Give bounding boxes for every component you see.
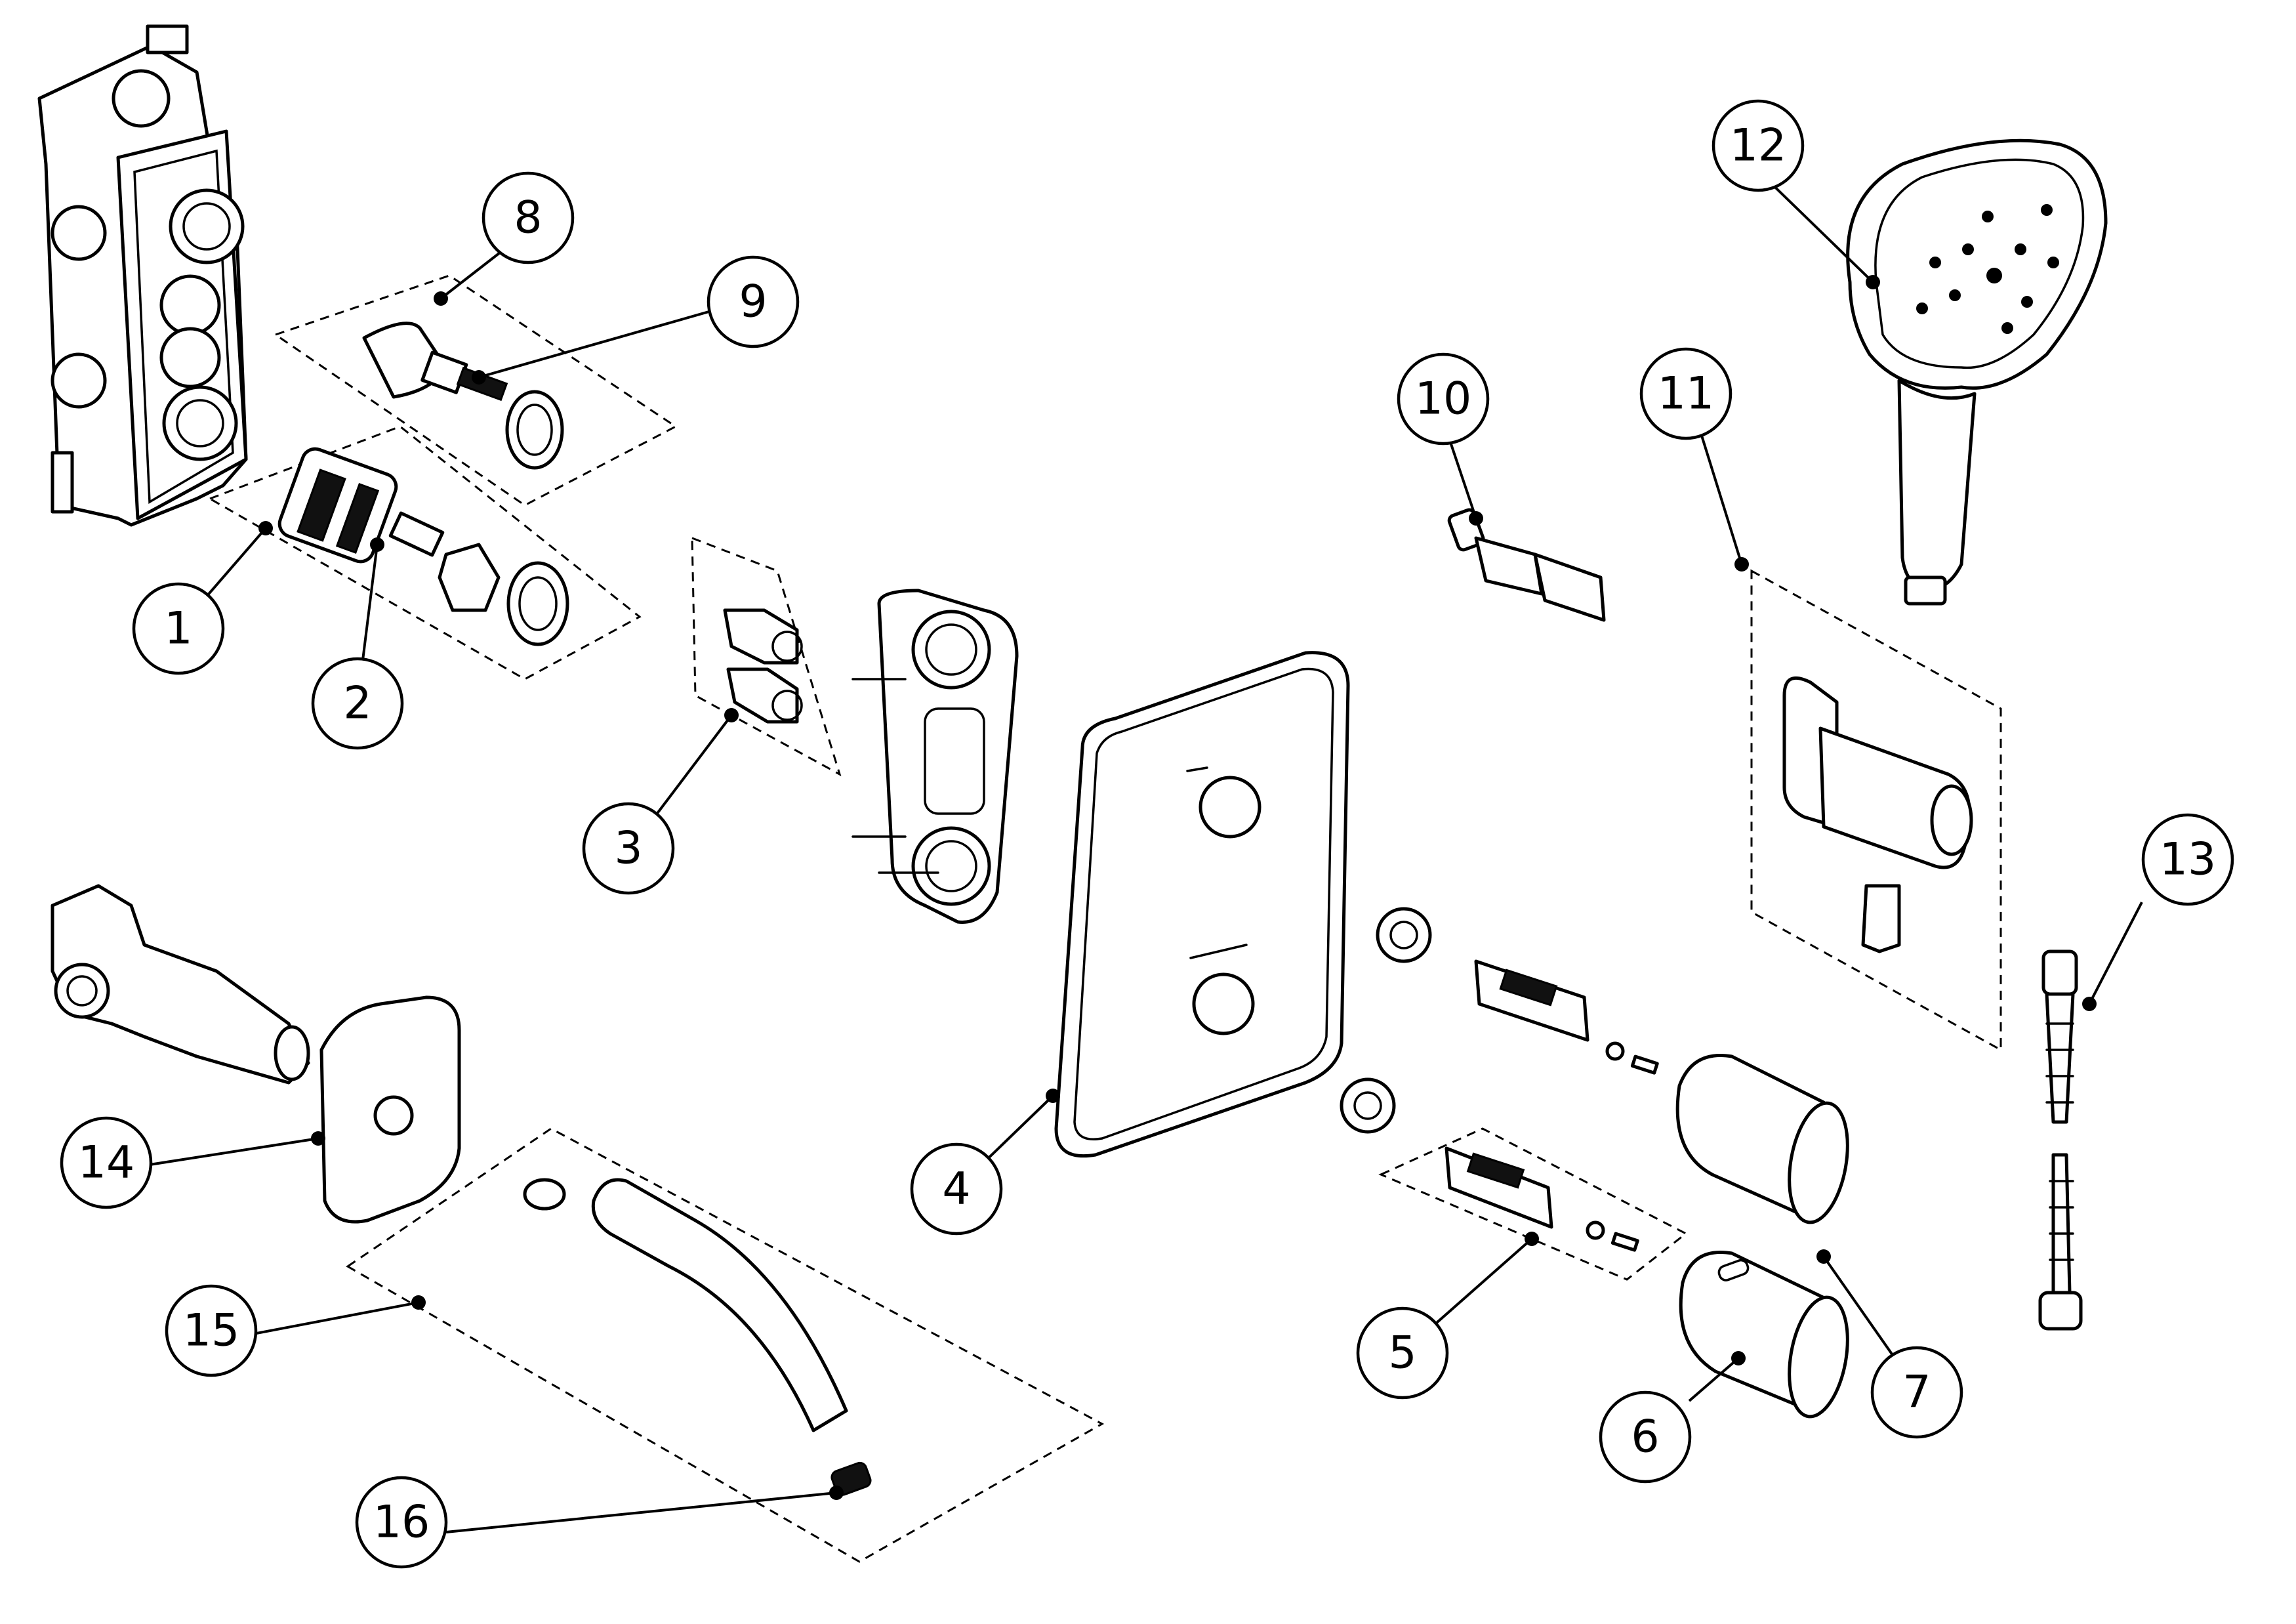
callout-label-14: 14	[78, 1137, 135, 1189]
callout-label-8: 8	[514, 192, 542, 244]
part-extension-5	[1445, 1146, 1639, 1252]
callout-label-9: 9	[739, 276, 767, 328]
callout-label-3: 3	[614, 823, 642, 875]
callout-13: 13	[2141, 813, 2234, 906]
callout-label-12: 12	[1730, 120, 1787, 172]
callout-7: 7	[1870, 1346, 1963, 1439]
callout-label-5: 5	[1388, 1327, 1416, 1379]
callout-label-7: 7	[1902, 1367, 1931, 1419]
group-outline-8	[273, 274, 678, 507]
group-outline-3	[691, 536, 842, 777]
group-outline-5	[1378, 1127, 1688, 1281]
callout-12: 12	[1712, 99, 1805, 192]
part-handle-6	[1679, 1251, 1849, 1419]
callout-label-2: 2	[343, 678, 371, 730]
callout-label-1: 1	[164, 603, 192, 655]
part-cover-plate	[1054, 651, 1350, 1158]
callout-label-11: 11	[1658, 368, 1715, 420]
callout-2: 2	[311, 657, 404, 750]
part-handle-7	[1675, 1054, 1849, 1224]
callout-1: 1	[132, 582, 225, 675]
group-outline-15	[346, 1127, 1105, 1563]
callout-9: 9	[707, 255, 800, 348]
part-wall-outlet-holder	[1782, 676, 1973, 953]
part-shower-hose	[2038, 949, 2083, 1331]
callout-11: 11	[1639, 347, 1732, 440]
part-adaptor	[1447, 508, 1606, 622]
part-handle-adaptors	[1340, 907, 1659, 1134]
part-diverter-cartridge	[362, 322, 564, 470]
callout-4: 4	[910, 1142, 1003, 1236]
part-check-valves	[723, 608, 803, 724]
callout-label-4: 4	[942, 1163, 970, 1215]
callout-15: 15	[165, 1284, 258, 1377]
part-spout	[523, 1178, 872, 1496]
callout-6: 6	[1599, 1390, 1692, 1484]
callout-5: 5	[1356, 1306, 1449, 1400]
part-concealed-body	[37, 24, 248, 527]
callout-label-15: 15	[183, 1305, 240, 1357]
callout-3: 3	[582, 802, 675, 895]
callout-label-6: 6	[1631, 1411, 1659, 1463]
callout-label-16: 16	[373, 1497, 430, 1549]
part-thermostatic-cartridge	[277, 447, 569, 646]
callout-label-10: 10	[1415, 373, 1472, 425]
callout-label-13: 13	[2160, 834, 2217, 886]
callout-16: 16	[355, 1476, 448, 1569]
callout-10: 10	[1397, 352, 1490, 446]
callout-8: 8	[482, 171, 575, 264]
part-hand-shower	[1846, 138, 2108, 606]
part-mounting-frame	[851, 589, 1019, 924]
part-stop-valve	[51, 884, 461, 1224]
callout-14: 14	[60, 1116, 153, 1209]
group-outline-2	[207, 425, 642, 680]
group-outline-11	[1750, 569, 2002, 1052]
